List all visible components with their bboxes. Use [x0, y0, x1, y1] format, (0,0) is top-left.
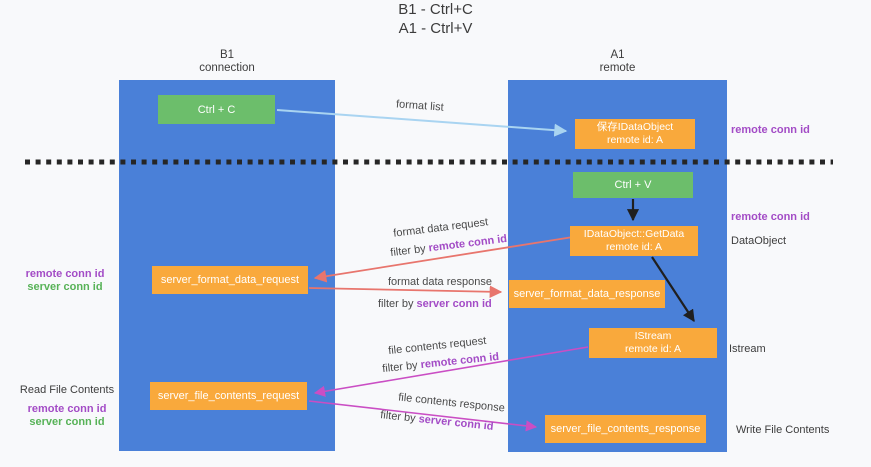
node-getdata-line1: IDataObject::GetData — [583, 228, 685, 240]
label-istream: Istream — [729, 343, 766, 355]
label-remote-conn-id-mid-right: remote conn id — [731, 211, 810, 223]
filter-key-server-conn-id: server conn id — [416, 298, 492, 310]
filter-by-text: filter by — [389, 242, 427, 260]
node-ctrl-v-label: Ctrl + V — [614, 179, 652, 191]
node-istream: IStream remote id: A — [589, 328, 717, 358]
label-remote-conn-id-left-bottom: remote conn id — [27, 403, 107, 415]
node-ctrl-v: Ctrl + V — [573, 172, 693, 198]
label-filter-format-response: filter by server conn id — [378, 298, 492, 310]
node-save-idataobject: 保存IDataObject remote id: A — [575, 119, 695, 149]
node-server-format-data-request: server_format_data_request — [152, 266, 308, 294]
lane-b1-subtitle: connection — [199, 62, 255, 74]
label-dataobject: DataObject — [731, 235, 787, 247]
label-write-file-contents: Write File Contents — [736, 424, 830, 436]
node-server-file-contents-response: server_file_contents_response — [545, 415, 706, 443]
label-read-file-contents: Read File Contents — [19, 384, 115, 396]
filter-by-text: filter by — [378, 298, 414, 310]
diagram-title-line2: A1 - Ctrl+V — [398, 20, 473, 37]
label-file-contents-response: file contents response — [397, 391, 506, 415]
node-server-format-data-response: server_format_data_response — [509, 280, 665, 308]
node-idataobject-getdata: IDataObject::GetData remote id: A — [570, 226, 698, 256]
filter-by-text: filter by — [379, 409, 417, 425]
filter-key-server-conn-id: server conn id — [418, 413, 495, 433]
node-getdata-line2: remote id: A — [605, 241, 663, 253]
label-remote-conn-id-top-right: remote conn id — [731, 124, 810, 136]
filter-key-remote-conn-id: remote conn id — [427, 232, 508, 255]
label-format-data-response: format data response — [388, 276, 492, 288]
node-server-file-contents-response-label: server_file_contents_response — [550, 423, 701, 435]
node-save-idataobject-line2: remote id: A — [606, 134, 664, 146]
lane-a1-subtitle: remote — [599, 62, 636, 74]
label-server-conn-id-left-top: server conn id — [27, 281, 103, 293]
arrow-format-data-response — [308, 285, 503, 299]
node-server-format-data-response-label: server_format_data_response — [513, 288, 661, 300]
node-istream-line1: IStream — [634, 330, 672, 342]
filter-key-remote-conn-id: remote conn id — [420, 350, 500, 372]
diagram-title-line1: B1 - Ctrl+C — [398, 1, 473, 18]
label-server-conn-id-left-bottom: server conn id — [29, 416, 105, 428]
node-server-file-contents-request-label: server_file_contents_request — [157, 390, 300, 402]
lane-a1-name: A1 — [610, 49, 625, 61]
diagram-title: B1 - Ctrl+C A1 - Ctrl+V — [0, 0, 871, 38]
node-save-idataobject-line1: 保存IDataObject — [596, 121, 674, 133]
label-group-left-bottom: Read File Contents remote conn id server… — [12, 384, 122, 429]
lane-header-b1: B1 connection — [119, 49, 335, 75]
node-server-format-data-request-label: server_format_data_request — [160, 274, 300, 286]
node-ctrl-c: Ctrl + C — [158, 95, 275, 124]
node-server-file-contents-request: server_file_contents_request — [150, 382, 307, 410]
lane-b1-name: B1 — [219, 49, 235, 61]
label-format-list: format list — [395, 98, 445, 114]
label-group-left-top: remote conn id server conn id — [15, 268, 115, 294]
node-istream-line2: remote id: A — [624, 343, 682, 355]
label-filter-file-response: filter by server conn id — [380, 409, 494, 433]
node-ctrl-c-label: Ctrl + C — [197, 103, 236, 116]
label-remote-conn-id-left-top: remote conn id — [25, 268, 105, 280]
filter-by-text: filter by — [381, 359, 419, 376]
lane-header-a1: A1 remote — [508, 49, 727, 75]
